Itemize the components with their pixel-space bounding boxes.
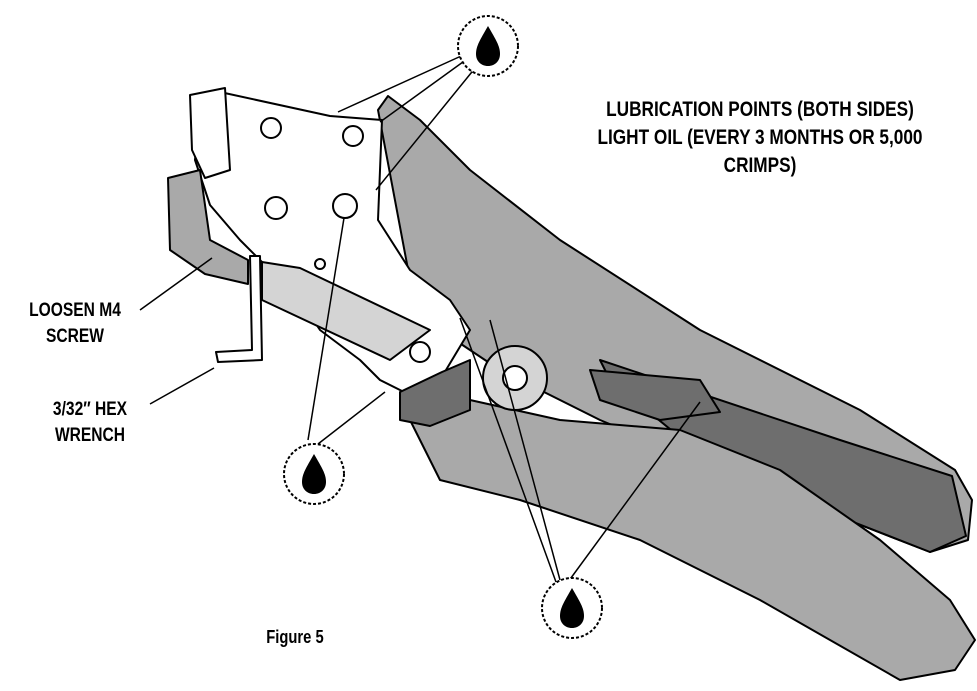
figure-caption: Figure 5 xyxy=(266,627,324,647)
hex-label-line: 3/32″ HEX xyxy=(52,399,128,420)
hex-label-line: WRENCH xyxy=(54,425,126,446)
hex-wrench-label: 3/32″ HEX WRENCH xyxy=(24,397,155,449)
oil-drop-icon xyxy=(283,443,345,505)
leader-line xyxy=(337,51,471,113)
leader-line xyxy=(375,61,481,191)
hex-wrench xyxy=(215,255,263,363)
lower-jaw-bracket xyxy=(399,359,471,427)
leader-line xyxy=(379,53,475,123)
pivot-screw xyxy=(260,117,282,139)
lubrication-note-line: LIGHT OIL (EVERY 3 MONTHS OR 5,000 xyxy=(597,126,923,149)
loosen-label-line: LOOSEN M4 xyxy=(29,300,121,321)
jaw-front xyxy=(189,87,231,179)
ratchet-hub xyxy=(502,365,528,391)
leader-line xyxy=(307,217,345,441)
leader-line xyxy=(567,401,701,583)
loosen-label-line: SCREW xyxy=(45,326,104,347)
jaw-block xyxy=(167,169,249,285)
leader-line xyxy=(489,319,561,581)
lubrication-note-line: LUBRICATION POINTS (BOTH SIDES) xyxy=(606,98,914,121)
lubrication-note: LUBRICATION POINTS (BOTH SIDES) LIGHT OI… xyxy=(596,96,924,180)
pivot-screw xyxy=(409,341,431,363)
pivot-screw xyxy=(314,258,326,270)
pivot-screw xyxy=(332,193,358,219)
oil-drop-icon xyxy=(457,15,519,77)
pivot-screw xyxy=(342,125,364,147)
slide-bar xyxy=(261,261,431,361)
leader-line xyxy=(317,391,386,445)
lubrication-note-line: CRIMPS) xyxy=(723,154,797,177)
leader-line xyxy=(459,317,557,583)
m4-screw xyxy=(264,196,288,220)
leader-line xyxy=(139,257,213,311)
loosen-screw-label: LOOSEN M4 SCREW xyxy=(14,298,137,350)
leader-line xyxy=(149,367,215,405)
oil-drop-icon xyxy=(541,577,603,639)
lower-handle xyxy=(409,399,976,681)
